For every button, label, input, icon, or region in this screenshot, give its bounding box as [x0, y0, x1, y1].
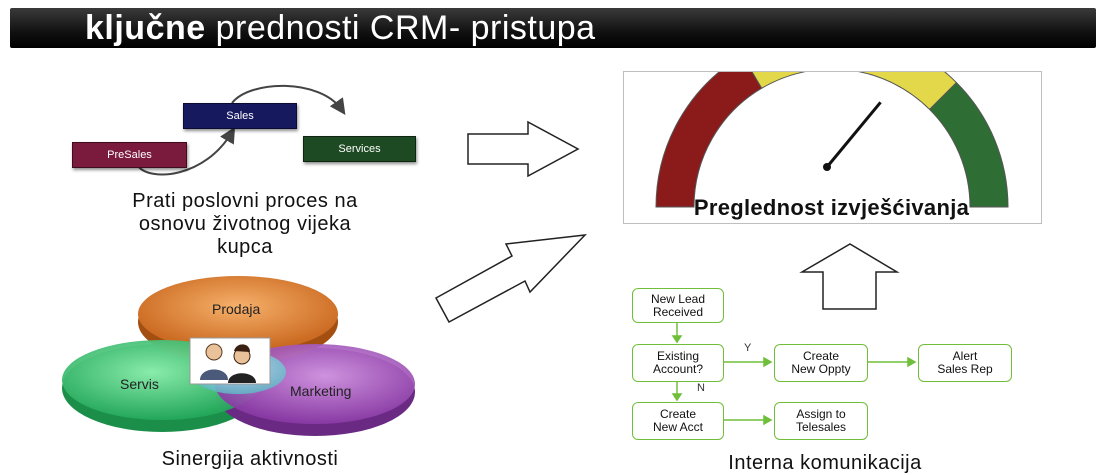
venn-label-marketing: Marketing: [290, 383, 352, 399]
gauge-segment-red: [655, 54, 763, 208]
title-bar: [10, 8, 1096, 48]
flow-connectors: [671, 322, 917, 426]
synergy-caption: Sinergija aktivnosti: [161, 448, 339, 470]
gauge-hub: [823, 163, 831, 171]
sales-box: Sales: [183, 103, 297, 129]
title-bold: ključne: [85, 9, 206, 47]
venn-label-prodaja: Prodaja: [212, 301, 261, 317]
gauge-segment-yellow: [741, 30, 958, 111]
venn-label-servis: Servis: [120, 376, 159, 392]
gauge-needle: [825, 101, 882, 168]
presales-box: PreSales: [72, 142, 187, 168]
flow-text: Create: [802, 349, 839, 363]
flow-text: New Oppty: [791, 362, 851, 376]
flow-text: Alert: [952, 349, 978, 363]
flow-text: Account?: [652, 362, 704, 376]
hollow-arrow-right: [467, 120, 580, 178]
flow-label-no: N: [697, 382, 705, 394]
lifecycle-caption: Prati poslovni proces na osnovu životnog…: [80, 190, 410, 259]
slide-title: ključne prednosti CRM- pristupa: [85, 8, 596, 48]
flow-text: New Acct: [652, 420, 703, 434]
services-box: Services: [303, 136, 416, 162]
flow-text: New Lead: [650, 291, 706, 306]
venn-prodaja-disc: [138, 276, 338, 352]
flow-text: Telesales: [795, 420, 847, 434]
flow-text: Create: [659, 407, 696, 421]
gauge-caption: Preglednost izvješćivanja: [693, 195, 970, 220]
flow-text: Assign to: [796, 407, 846, 421]
flow-label-yes: Y: [744, 342, 752, 354]
people-icon: [189, 337, 271, 385]
flow-text: Received: [652, 304, 703, 319]
hollow-arrow-up: [799, 243, 900, 310]
gauge-segment-green: [928, 81, 1009, 208]
lifecycle-caption-line: kupca: [217, 236, 273, 258]
lifecycle-caption-line: Prati poslovni proces na: [132, 190, 358, 212]
lifecycle-caption-line: osnovu životnog vijeka: [138, 213, 352, 235]
flow-text: Existing: [656, 349, 699, 363]
hollow-arrow-diagonal: [434, 234, 587, 324]
flow-text: Sales Rep: [937, 362, 993, 376]
cycle-arrow-top: [231, 84, 346, 115]
cycle-arrow-left: [137, 126, 236, 176]
title-rest: prednosti CRM- pristupa: [205, 9, 596, 47]
internal-communication-caption: Interna komunikacija: [728, 452, 922, 474]
